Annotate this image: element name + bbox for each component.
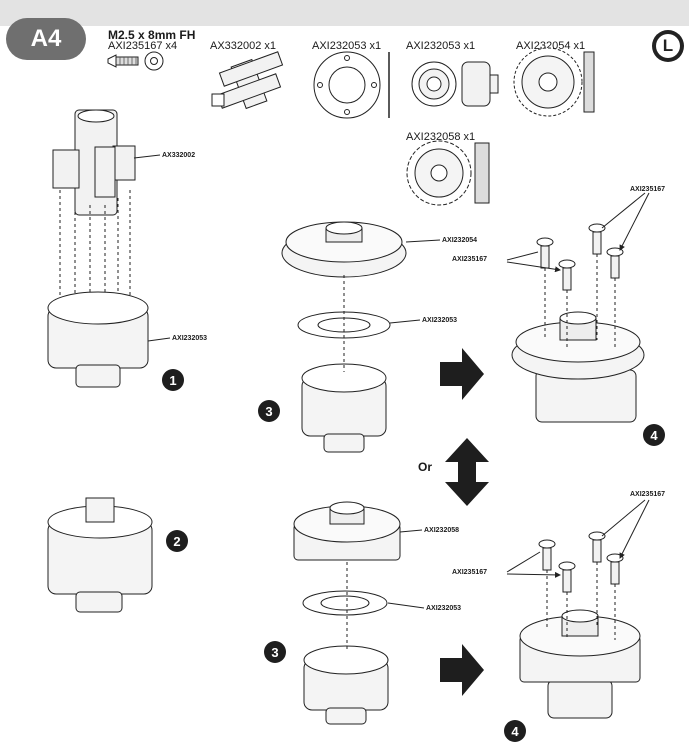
- diff-assembly-step2: [47, 497, 153, 613]
- outdrive-assembly-step1: [52, 109, 136, 216]
- section-badge: A4: [6, 18, 86, 60]
- callout-screws: AXI235167: [452, 569, 488, 576]
- leader-case1: [147, 337, 171, 342]
- diff-case-step3: [301, 363, 387, 453]
- washer-icon: [144, 51, 164, 71]
- part-label-outdrive: AX332002 x1: [210, 40, 277, 52]
- part-label-gasket: AXI232053 x1: [312, 40, 382, 52]
- diff-case-step1: [47, 291, 149, 388]
- callout-screws: AXI235167: [452, 256, 488, 263]
- step-number: 3: [258, 400, 280, 422]
- step-number: 1: [162, 369, 184, 391]
- leader-screws-top-a: [601, 192, 650, 250]
- header-bar: [0, 0, 689, 26]
- outdrive-part: [211, 51, 284, 110]
- leader-screws-bottom-a: [601, 499, 650, 558]
- up-down-arrow-icon: [445, 438, 489, 506]
- leader-ring-gear: [405, 239, 441, 243]
- spur-gear-part: [406, 140, 490, 206]
- gasket-part: [313, 51, 381, 119]
- diff-case-step3-bottom: [303, 645, 389, 725]
- corner-badge: L: [652, 30, 684, 62]
- leader-gasket-top: [389, 319, 421, 324]
- screw-set-top: [536, 223, 624, 291]
- callout-case: AXI232053: [172, 335, 208, 342]
- assembled-spur-gear-step4: [519, 609, 641, 719]
- callout-screws: AXI235167: [630, 186, 666, 193]
- hardware-part-number: AXI235167 x4: [108, 40, 178, 52]
- callout-gasket: AXI232053: [422, 317, 458, 324]
- step-number: 4: [643, 424, 665, 446]
- corner-badge-letter: L: [656, 34, 680, 58]
- screw-set-bottom: [538, 531, 624, 593]
- leader-spur-gear: [399, 529, 423, 533]
- assembled-ring-gear-step4: [511, 311, 645, 423]
- spur-gear-step3: [293, 501, 401, 561]
- callout-ring-gear: AXI232054: [442, 237, 478, 244]
- leader-gasket-bottom: [387, 602, 425, 609]
- leader-outdrive: [133, 154, 161, 159]
- step-number: 3: [264, 641, 286, 663]
- screw-icon: [107, 54, 139, 68]
- step-number: 4: [504, 720, 526, 742]
- callout-spur-gear: AXI232058: [424, 527, 460, 534]
- ring-gear-part: [513, 47, 595, 117]
- hardware-title: M2.5 x 8mm FH: [108, 28, 196, 42]
- callout-outdrive: AX332002: [162, 152, 196, 159]
- callout-gasket: AXI232053: [426, 605, 462, 612]
- leader-screws-bottom-b: [506, 551, 560, 575]
- diff-case-part: [411, 61, 499, 107]
- part-label-case: AXI232053 x1: [406, 40, 476, 52]
- right-arrow-icon: [440, 348, 484, 400]
- ring-gear-step3: [281, 221, 407, 278]
- callout-screws: AXI235167: [630, 491, 666, 498]
- part-label-ring-gear: AXI232054 x1: [516, 40, 586, 52]
- or-label: Or: [418, 460, 433, 474]
- leader-screws-top-b: [506, 251, 560, 270]
- step-number: 2: [166, 530, 188, 552]
- gasket-step3-bottom: [302, 590, 388, 616]
- part-label-spur-gear: AXI232058 x1: [406, 131, 476, 143]
- right-arrow-icon: [440, 644, 484, 696]
